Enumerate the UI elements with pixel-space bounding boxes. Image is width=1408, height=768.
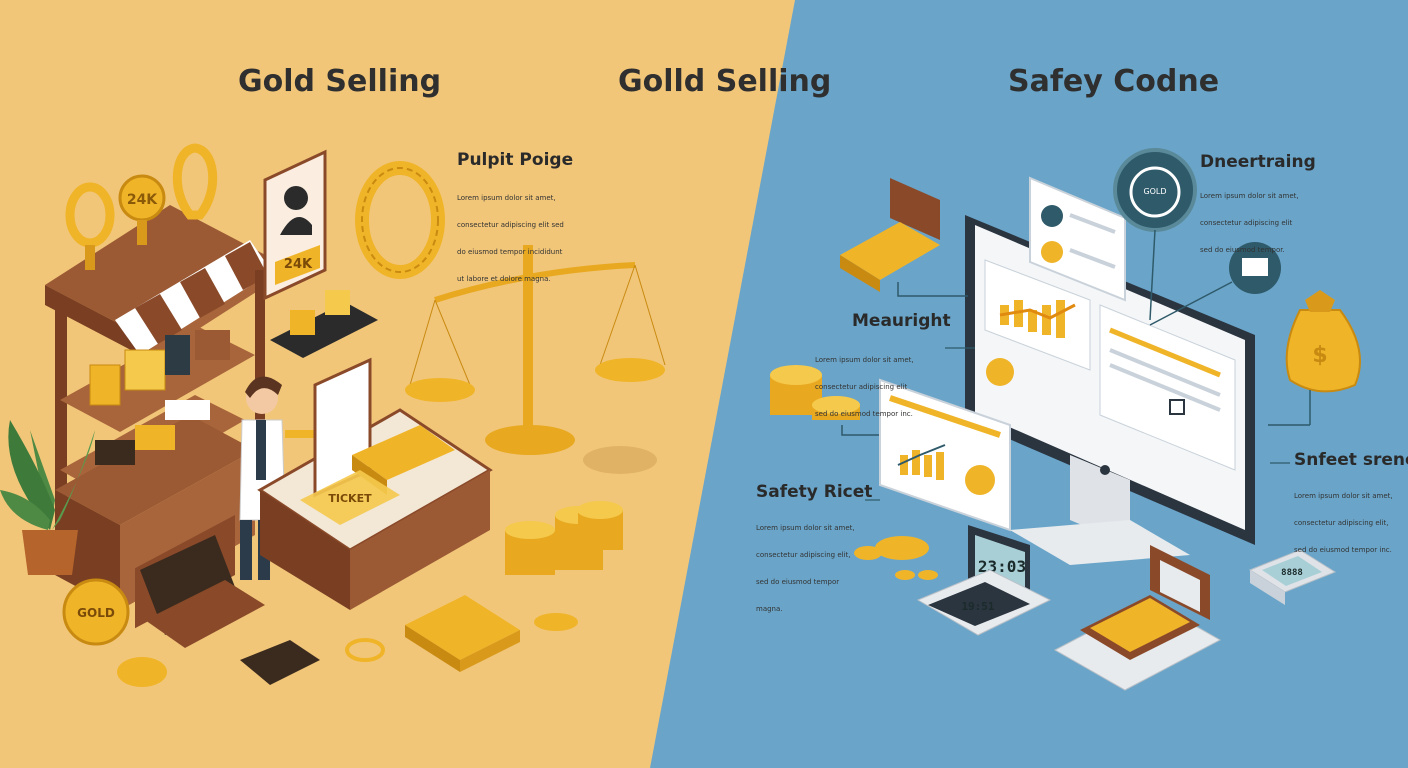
label-dneertraing: Dneertraing	[1200, 152, 1316, 172]
meauright-line-3: sed do eiusmod tempor inc.	[815, 410, 913, 418]
pulpit-line-2: consectetur adipiscing elit sed	[457, 221, 564, 229]
label-dneertraing-text: Lorem ipsum dolor sit amet, consectetur …	[1200, 174, 1299, 264]
sign-24k-text: 24K	[284, 257, 313, 272]
label-snfeet-text: Lorem ipsum dolor sit amet, consectetur …	[1294, 474, 1393, 564]
dneertraing-line-3: sed do eiusmod tempor.	[1200, 246, 1285, 254]
scale-display-text: 19:51	[961, 600, 994, 613]
title-center: Golld Selling	[618, 64, 832, 99]
safety-ricet-line-1: Lorem ipsum dolor sit amet,	[756, 524, 855, 532]
label-meauright-text: Lorem ipsum dolor sit amet, consectetur …	[815, 338, 914, 428]
plant	[0, 420, 95, 575]
counter-device: 8888	[1248, 549, 1337, 605]
dneertraing-line-1: Lorem ipsum dolor sit amet,	[1200, 192, 1299, 200]
snfeet-line-1: Lorem ipsum dolor sit amet,	[1294, 492, 1393, 500]
snfeet-line-3: sed do eiusmod tempor inc.	[1294, 546, 1392, 554]
meauright-line-1: Lorem ipsum dolor sit amet,	[815, 356, 914, 364]
small-jewel-display	[270, 290, 378, 358]
gold-rings: 24K	[65, 143, 218, 270]
gold-bars	[405, 595, 520, 672]
label-pulpit-text: Lorem ipsum dolor sit amet, consectetur …	[457, 176, 564, 293]
pulpit-line-4: ut labore et dolore magna.	[457, 275, 551, 283]
title-right: Safey Codne	[1008, 64, 1220, 99]
money-bag: $	[1268, 290, 1361, 426]
coin-stack-right	[770, 365, 880, 436]
label-pulpit: Pulpit Poige	[457, 150, 574, 170]
gold-bar-box	[840, 178, 968, 297]
medal-24k-text: 24K	[127, 192, 158, 208]
meauright-line-2: consectetur adipiscing elit	[815, 383, 908, 391]
label-snfeet: Snfeet srenen	[1294, 450, 1408, 470]
safety-ricet-line-3: sed do eiusmod tempor	[756, 578, 840, 586]
label-meauright: Meauright	[852, 311, 951, 331]
coin-gold-text: GOLD	[77, 606, 115, 620]
loose-coins	[854, 536, 938, 580]
balance-scale	[405, 245, 666, 474]
gold-display-case	[1053, 545, 1222, 691]
profile-card	[1029, 176, 1126, 302]
jeweller	[239, 376, 315, 580]
computer-monitor	[965, 215, 1255, 565]
badge-gold-text: GOLD	[1143, 187, 1166, 196]
jewelry-boxes	[140, 535, 385, 685]
ticket-text: TICKET	[328, 492, 372, 505]
counter-display-text: 8888	[1281, 568, 1303, 578]
gold-necklace	[355, 161, 445, 279]
pulpit-line-1: Lorem ipsum dolor sit amet,	[457, 194, 556, 202]
label-safety-ricet-text: Lorem ipsum dolor sit amet, consectetur …	[756, 506, 855, 623]
label-safety-ricet: Safety Ricet	[756, 482, 873, 502]
security-badge: GOLD	[1113, 148, 1281, 326]
market-stall	[45, 205, 275, 629]
snfeet-line-2: consectetur adipiscing elit,	[1294, 519, 1389, 527]
title-left: Gold Selling	[238, 64, 442, 99]
svg-text:$: $	[1312, 343, 1327, 368]
gold-coin: GOLD	[62, 578, 167, 687]
safety-ricet-line-2: consectetur adipiscing elit,	[756, 551, 851, 559]
dneertraing-line-2: consectetur adipiscing elit	[1200, 219, 1293, 227]
poster-24k: 24K	[263, 149, 327, 301]
digital-scale: 19:51	[916, 569, 1052, 636]
coin-stacks	[505, 501, 623, 631]
report-document	[879, 378, 1011, 532]
connector-lines	[865, 347, 1290, 501]
pulpit-line-3: do eiusmod tempor incididunt	[457, 248, 563, 256]
safety-ricet-line-4: magna.	[756, 605, 783, 613]
display-counter: TICKET	[257, 357, 493, 610]
